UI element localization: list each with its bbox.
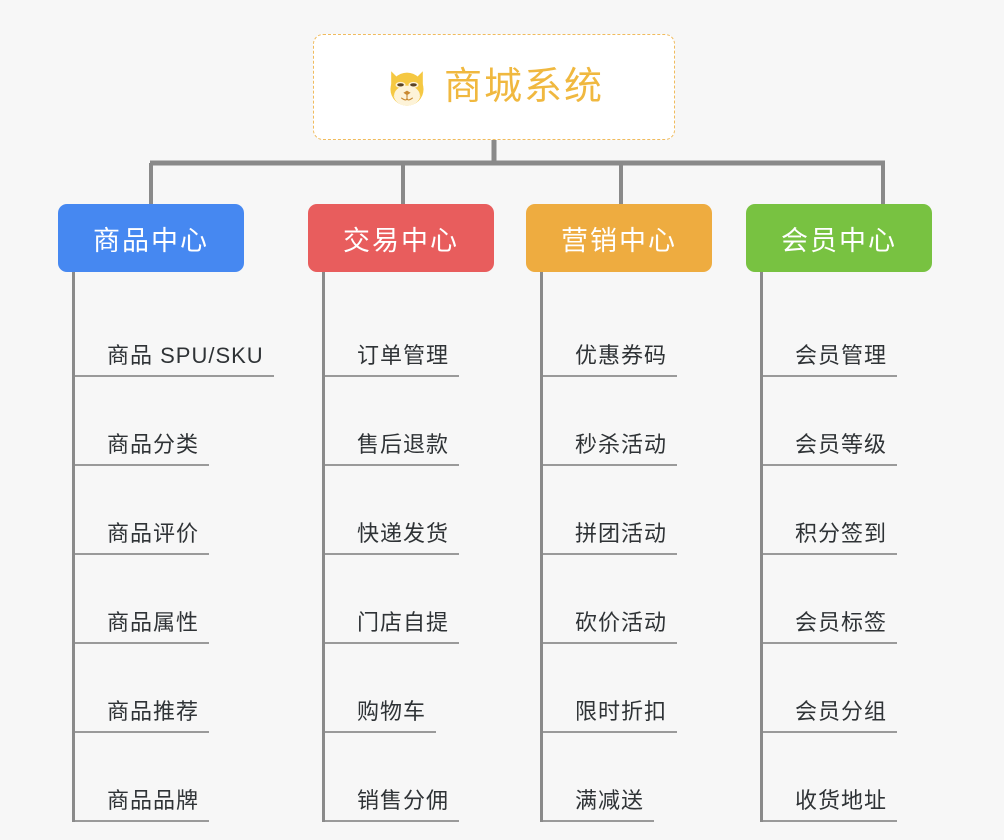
leaf-item[interactable]: 砍价活动 bbox=[543, 555, 758, 644]
leaf-list-2: 优惠券码 秒杀活动 拼团活动 砍价活动 限时折扣 满减送 bbox=[540, 272, 758, 822]
category-label-1: 交易中心 bbox=[343, 225, 459, 256]
leaf-item[interactable]: 商品评价 bbox=[75, 466, 290, 555]
leaf-underline bbox=[763, 642, 897, 644]
leaf-label: 积分签到 bbox=[795, 521, 888, 546]
leaf-underline bbox=[325, 820, 459, 822]
leaf-underline bbox=[763, 464, 897, 466]
leaf-item[interactable]: 商品推荐 bbox=[75, 644, 290, 733]
category-label-2: 营销中心 bbox=[561, 225, 677, 256]
leaf-item[interactable]: 会员标签 bbox=[763, 555, 978, 644]
leaf-item[interactable]: 商品 SPU/SKU bbox=[75, 288, 290, 377]
leaf-list-1: 订单管理 售后退款 快递发货 门店自提 购物车 销售分佣 bbox=[322, 272, 540, 822]
leaf-label: 订单管理 bbox=[357, 343, 450, 368]
leaf-item[interactable]: 商品属性 bbox=[75, 555, 290, 644]
branch-column-3: 会员中心 会员管理 会员等级 积分签到 会员标签 会员分组 bbox=[746, 204, 978, 822]
leaf-underline bbox=[763, 820, 897, 822]
leaf-item[interactable]: 订单管理 bbox=[325, 288, 540, 377]
leaf-label: 销售分佣 bbox=[357, 788, 450, 813]
leaf-item[interactable]: 快递发货 bbox=[325, 466, 540, 555]
leaf-underline bbox=[543, 375, 677, 377]
leaf-underline bbox=[325, 642, 459, 644]
branch-column-1: 交易中心 订单管理 售后退款 快递发货 门店自提 购物车 bbox=[308, 204, 540, 822]
leaf-label: 售后退款 bbox=[357, 432, 450, 457]
leaf-underline bbox=[75, 553, 209, 555]
shiba-dog-icon bbox=[390, 71, 424, 106]
root-title: 商城系统 bbox=[443, 66, 604, 108]
leaf-label: 会员标签 bbox=[795, 610, 888, 635]
leaf-underline bbox=[763, 553, 897, 555]
category-header-2[interactable]: 营销中心 bbox=[526, 204, 712, 272]
leaf-label: 拼团活动 bbox=[575, 521, 668, 546]
leaf-underline bbox=[325, 464, 459, 466]
leaf-underline bbox=[325, 731, 436, 733]
leaf-item[interactable]: 积分签到 bbox=[763, 466, 978, 555]
category-header-1[interactable]: 交易中心 bbox=[308, 204, 494, 272]
leaf-label: 秒杀活动 bbox=[575, 432, 668, 457]
category-label-0: 商品中心 bbox=[93, 225, 209, 256]
leaf-item[interactable]: 限时折扣 bbox=[543, 644, 758, 733]
leaf-underline bbox=[543, 642, 677, 644]
leaf-underline bbox=[543, 820, 654, 822]
leaf-label: 购物车 bbox=[357, 699, 427, 724]
category-label-3: 会员中心 bbox=[781, 225, 897, 256]
leaf-list-3: 会员管理 会员等级 积分签到 会员标签 会员分组 收货地址 bbox=[760, 272, 978, 822]
leaf-item[interactable]: 会员管理 bbox=[763, 288, 978, 377]
branch-column-2: 营销中心 优惠券码 秒杀活动 拼团活动 砍价活动 限时折扣 bbox=[526, 204, 758, 822]
leaf-label: 快递发货 bbox=[357, 521, 450, 546]
leaf-label: 会员管理 bbox=[795, 343, 888, 368]
leaf-label: 收货地址 bbox=[795, 788, 888, 813]
leaf-underline bbox=[75, 464, 209, 466]
leaf-underline bbox=[75, 820, 209, 822]
leaf-label: 商品属性 bbox=[107, 610, 200, 635]
leaf-item[interactable]: 购物车 bbox=[325, 644, 540, 733]
leaf-label: 会员分组 bbox=[795, 699, 888, 724]
leaf-item[interactable]: 会员分组 bbox=[763, 644, 978, 733]
leaf-item[interactable]: 商品品牌 bbox=[75, 733, 290, 822]
leaf-item[interactable]: 售后退款 bbox=[325, 377, 540, 466]
leaf-underline bbox=[325, 375, 459, 377]
leaf-label: 商品 SPU/SKU bbox=[107, 343, 264, 368]
leaf-label: 商品品牌 bbox=[107, 788, 200, 813]
root-node[interactable]: 商城系统 bbox=[313, 34, 675, 140]
branch-column-0: 商品中心 商品 SPU/SKU 商品分类 商品评价 商品属性 商品推荐 bbox=[58, 204, 290, 822]
leaf-item[interactable]: 商品分类 bbox=[75, 377, 290, 466]
category-header-0[interactable]: 商品中心 bbox=[58, 204, 244, 272]
leaf-label: 会员等级 bbox=[795, 432, 888, 457]
leaf-item[interactable]: 优惠券码 bbox=[543, 288, 758, 377]
leaf-underline bbox=[543, 553, 677, 555]
leaf-label: 限时折扣 bbox=[575, 699, 668, 724]
leaf-label: 商品推荐 bbox=[107, 699, 200, 724]
leaf-underline bbox=[543, 464, 677, 466]
leaf-item[interactable]: 销售分佣 bbox=[325, 733, 540, 822]
leaf-label: 砍价活动 bbox=[575, 610, 668, 635]
category-header-3[interactable]: 会员中心 bbox=[746, 204, 932, 272]
leaf-item[interactable]: 收货地址 bbox=[763, 733, 978, 822]
leaf-item[interactable]: 会员等级 bbox=[763, 377, 978, 466]
leaf-underline bbox=[75, 642, 209, 644]
leaf-underline bbox=[763, 375, 897, 377]
leaf-label: 门店自提 bbox=[357, 610, 450, 635]
leaf-underline bbox=[763, 731, 897, 733]
leaf-item[interactable]: 门店自提 bbox=[325, 555, 540, 644]
leaf-underline bbox=[325, 553, 459, 555]
leaf-label: 优惠券码 bbox=[575, 343, 668, 368]
leaf-item[interactable]: 秒杀活动 bbox=[543, 377, 758, 466]
leaf-underline bbox=[543, 731, 677, 733]
leaf-list-0: 商品 SPU/SKU 商品分类 商品评价 商品属性 商品推荐 商品品牌 bbox=[72, 272, 290, 822]
leaf-underline bbox=[75, 375, 274, 377]
leaf-label: 商品评价 bbox=[107, 521, 200, 546]
leaf-underline bbox=[75, 731, 209, 733]
leaf-label: 商品分类 bbox=[107, 432, 200, 457]
leaf-label: 满减送 bbox=[575, 788, 645, 813]
leaf-item[interactable]: 拼团活动 bbox=[543, 466, 758, 555]
leaf-item[interactable]: 满减送 bbox=[543, 733, 758, 822]
